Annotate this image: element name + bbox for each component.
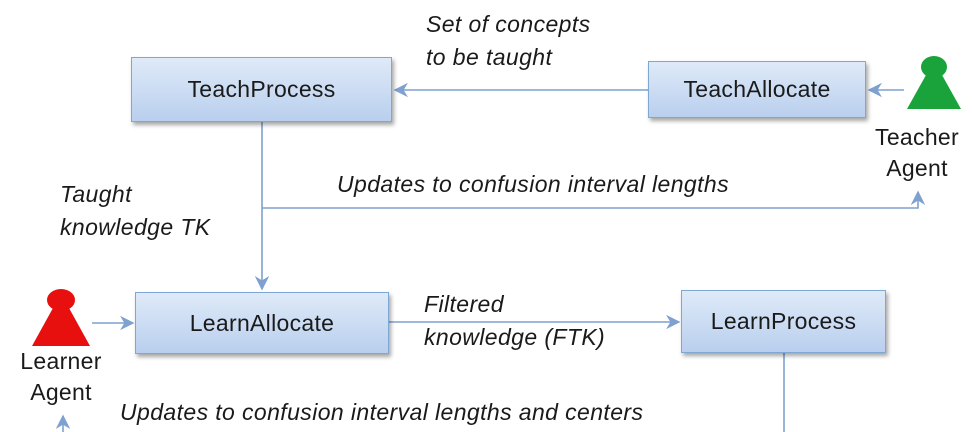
teacher-agent-label: Teacher Agent (862, 122, 972, 184)
teachprocess-label: TeachProcess (187, 76, 336, 102)
learner-head (47, 289, 75, 311)
teacher-body (907, 75, 961, 109)
learnallocate-label: LearnAllocate (189, 309, 335, 336)
teachallocate-box: TeachAllocate (648, 61, 866, 118)
filtered-knowledge-line2: knowledge (FTK) (424, 324, 606, 350)
learner-agent-line2: Agent (30, 379, 92, 405)
taught-knowledge-label: Taught knowledge TK (60, 178, 211, 244)
set-of-concepts-line2: to be taught (426, 44, 553, 70)
teacher-agent-line1: Teacher (875, 124, 959, 150)
learner-agent-line1: Learner (20, 348, 102, 374)
teacher-agent-line2: Agent (886, 155, 948, 181)
learnprocess-box: LearnProcess (681, 290, 886, 353)
updates-lengths-centers-label: Updates to confusion interval lengths an… (120, 399, 644, 425)
taught-knowledge-line1: Taught (60, 181, 132, 207)
learnallocate-box: LearnAllocate (135, 292, 389, 354)
teachallocate-label: TeachAllocate (683, 76, 831, 102)
learner-body (32, 308, 90, 346)
filtered-knowledge-line1: Filtered (424, 291, 504, 317)
filtered-knowledge-label: Filtered knowledge (FTK) (424, 288, 605, 354)
taught-knowledge-line2: knowledge TK (60, 214, 211, 240)
learner-agent-label: Learner Agent (6, 346, 116, 408)
arrow-updates-to-teacher (262, 190, 926, 209)
teachprocess-box: TeachProcess (131, 57, 392, 122)
teacher-head (921, 56, 947, 78)
updates-lengths-label: Updates to confusion interval lengths (337, 171, 729, 197)
learnprocess-label: LearnProcess (710, 308, 857, 334)
set-of-concepts-label: Set of concepts to be taught (426, 8, 591, 74)
set-of-concepts-line1: Set of concepts (426, 11, 591, 37)
teacher-agent-icon (907, 56, 961, 109)
learner-agent-icon (32, 289, 90, 346)
